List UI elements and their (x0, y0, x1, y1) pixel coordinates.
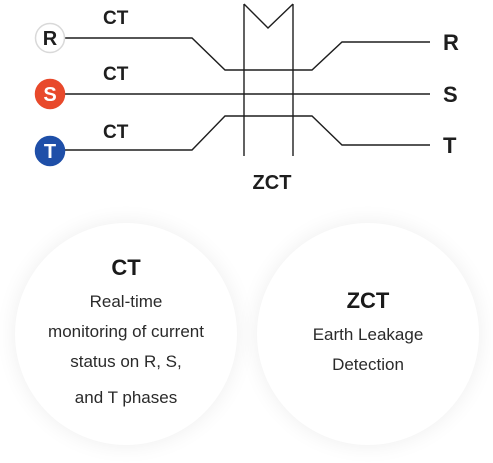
wire-t (65, 115, 430, 151)
phase-badge-t: T (34, 135, 66, 167)
zct-card-line: Earth Leakage (312, 325, 424, 344)
ct-card-line: Real-time (89, 292, 163, 311)
wire-r (65, 37, 430, 71)
ct-label-s: CT (103, 64, 129, 85)
ct-card-description: Real-time monitoring of current status o… (48, 287, 204, 413)
ct-card-line: monitoring of current (48, 322, 204, 341)
phase-label-s: S (443, 82, 458, 107)
phase-badge-letter: T (44, 141, 56, 163)
phase-label-r: R (443, 30, 459, 55)
ct-label-t: CT (103, 122, 129, 143)
zct-label: ZCT (253, 172, 292, 194)
phase-badge-r: R (34, 22, 66, 54)
zct-card-title: ZCT (346, 288, 390, 313)
ct-label-r: CT (103, 8, 129, 29)
phase-badge-letter: S (43, 84, 56, 106)
zct-card-line: Detection (332, 355, 404, 374)
ct-card-line: status on R, S, (70, 352, 182, 371)
zct-info-card: ZCT Earth Leakage Detection (257, 223, 479, 445)
ct-info-card: CT Real-time monitoring of current statu… (15, 223, 237, 445)
phase-badge-letter: R (43, 28, 58, 50)
ct-card-title: CT (111, 255, 141, 280)
zct-card-description: Earth Leakage Detection (313, 320, 424, 380)
zct-core (243, 3, 294, 156)
phase-label-t: T (443, 133, 457, 158)
ct-card-line: and T phases (74, 388, 178, 407)
phase-badge-s: S (34, 78, 66, 110)
circuit-diagram: CT CT CT R S T R S T ZCT (34, 3, 459, 194)
